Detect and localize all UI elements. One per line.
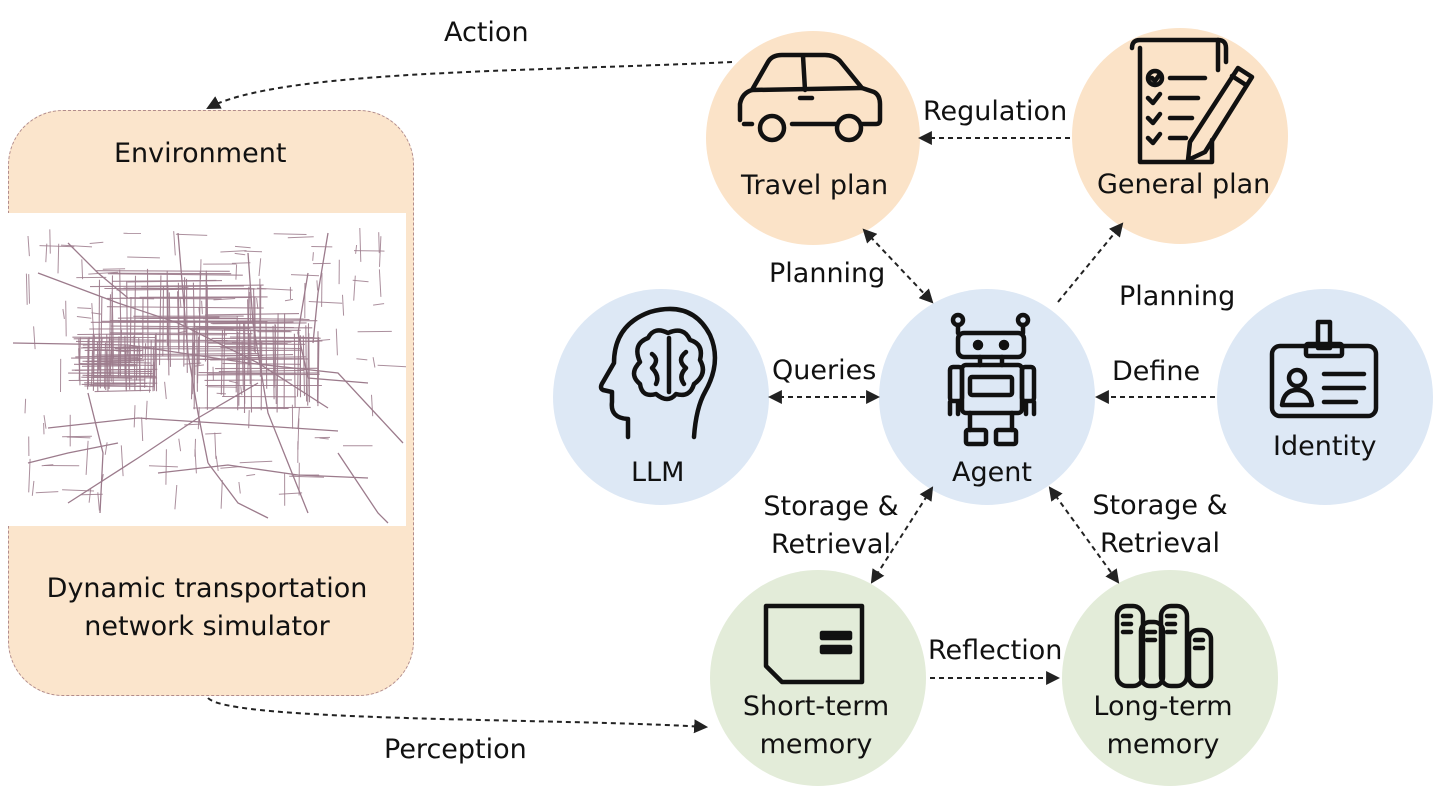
notecard-icon	[763, 603, 865, 685]
storage-left-label: Storage & Retrieval	[763, 488, 898, 565]
long-term-memory-label: Long-term memory	[1093, 688, 1232, 765]
environment-subtitle-line2: network simulator	[84, 611, 330, 643]
books-icon	[1114, 603, 1214, 689]
id-badge-icon	[1269, 319, 1379, 419]
long-term-memory-line1: Long-term	[1093, 691, 1233, 722]
planning-right-arrow	[1057, 222, 1124, 303]
environment-subtitle-line1: Dynamic transportation	[46, 573, 368, 604]
environment-subtitle: Dynamic transportation network simulator	[47, 570, 368, 647]
head-brain-icon	[598, 306, 718, 440]
reflection-label: Reflection	[928, 635, 1063, 666]
short-term-memory-label: Short-term memory	[743, 688, 889, 765]
identity-node	[1217, 289, 1433, 505]
storage-right-line1: Storage &	[1092, 490, 1228, 521]
queries-label: Queries	[772, 355, 877, 386]
perception-label: Perception	[384, 734, 527, 765]
llm-label: LLM	[631, 457, 685, 488]
perception-arrow	[207, 697, 709, 734]
short-term-memory-line2: memory	[759, 729, 873, 761]
robot-icon	[947, 312, 1037, 447]
short-term-memory-line1: Short-term	[742, 691, 890, 722]
environment-title: Environment	[114, 138, 287, 169]
checklist-pencil-icon	[1129, 37, 1255, 165]
travel-plan-label: Travel plan	[741, 170, 889, 201]
storage-right-arrow	[1048, 486, 1120, 584]
storage-left-line2: Retrieval	[771, 529, 891, 561]
general-plan-label: General plan	[1097, 169, 1271, 200]
car-icon	[737, 52, 883, 143]
action-arrow	[206, 61, 733, 109]
regulation-label: Regulation	[923, 96, 1068, 127]
planning-left-arrow	[862, 228, 934, 304]
long-term-memory-line2: memory	[1106, 729, 1220, 761]
storage-right-line2: Retrieval	[1100, 528, 1220, 560]
define-label: Define	[1112, 356, 1201, 387]
identity-label: Identity	[1273, 431, 1377, 462]
planning-left-label: Planning	[769, 258, 886, 289]
road-network-map	[8, 213, 406, 526]
agent-label: Agent	[952, 457, 1032, 488]
storage-left-arrow	[870, 486, 934, 584]
storage-right-label: Storage & Retrieval	[1092, 487, 1227, 564]
storage-left-line1: Storage &	[763, 491, 899, 522]
planning-right-label: Planning	[1119, 281, 1236, 312]
action-label: Action	[444, 17, 529, 48]
travel-plan-node	[706, 31, 920, 245]
